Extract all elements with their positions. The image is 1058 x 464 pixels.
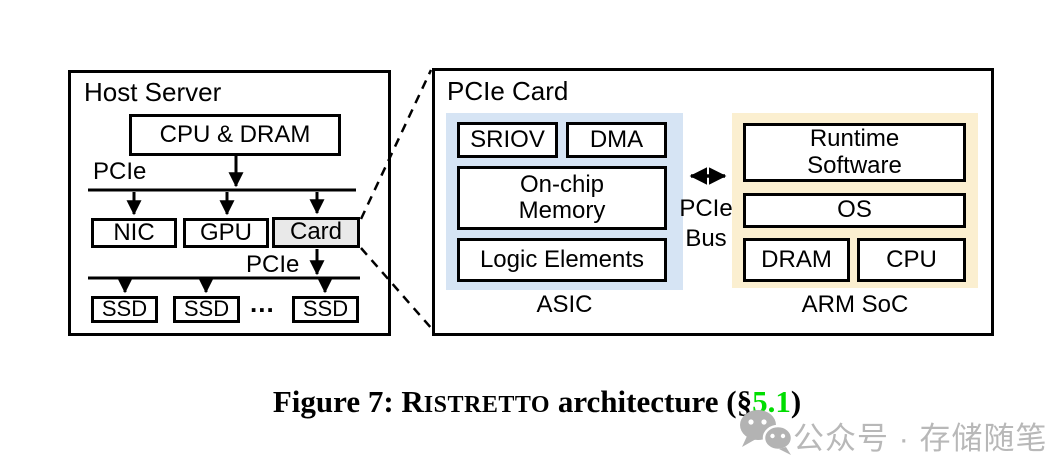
figure-caption: Figure 7: RISTRETTO architecture (§5.1) bbox=[0, 366, 1058, 438]
runtime-line1: Runtime bbox=[809, 125, 900, 153]
runtime-software-box: Runtime Software bbox=[743, 123, 966, 182]
pcie-bus-label-line2: Bus bbox=[685, 225, 727, 252]
caption-middle: architecture (§ bbox=[550, 384, 753, 419]
ssd-box-2: SSD bbox=[173, 296, 240, 323]
cpu-box: CPU bbox=[857, 238, 966, 282]
gpu-box: GPU bbox=[183, 218, 269, 248]
ssd-ellipsis: ... bbox=[250, 288, 275, 318]
card-box: Card bbox=[272, 217, 360, 248]
onchip-line1: On-chip bbox=[519, 170, 605, 198]
asic-label: ASIC bbox=[536, 291, 593, 318]
onchip-memory-box: On-chip Memory bbox=[457, 166, 667, 230]
watermark-text: 公众号 · 存储随笔 bbox=[793, 421, 1048, 456]
ssd-box-1: SSD bbox=[91, 296, 158, 323]
nic-box: NIC bbox=[91, 218, 177, 248]
arm-soc-label: ARM SoC bbox=[801, 291, 909, 318]
pcie-bus-label-line1: PCIe bbox=[679, 195, 733, 222]
logic-elements-box: Logic Elements bbox=[457, 238, 667, 282]
os-box: OS bbox=[743, 193, 966, 228]
sriov-box: SRIOV bbox=[457, 122, 558, 158]
host-server-title: Host Server bbox=[84, 77, 222, 107]
caption-prefix: Figure 7: bbox=[272, 384, 402, 419]
dma-box: DMA bbox=[566, 122, 667, 158]
pcie-label-bottom: PCIe bbox=[246, 251, 300, 278]
pcie-card-title: PCIe Card bbox=[447, 76, 569, 106]
wechat-icon bbox=[740, 410, 794, 455]
runtime-line2: Software bbox=[807, 151, 902, 179]
cpu-dram-box: CPU & DRAM bbox=[129, 114, 341, 156]
caption-suffix: ) bbox=[790, 384, 802, 419]
caption-name-smallcaps: ISTRETTO bbox=[423, 392, 551, 418]
pcie-label-top: PCIe bbox=[93, 158, 147, 185]
onchip-line2: Memory bbox=[518, 197, 606, 224]
dram-box: DRAM bbox=[743, 238, 850, 282]
ssd-box-3: SSD bbox=[292, 296, 359, 323]
caption-name-initial: R bbox=[401, 384, 424, 419]
